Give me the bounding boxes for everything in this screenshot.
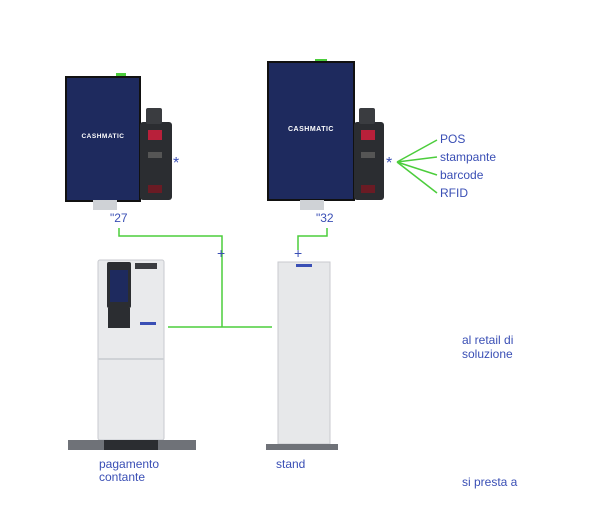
cash-kiosk-label-plate (140, 322, 156, 325)
asterisk-27: * (173, 155, 180, 172)
plus-connector-right: + (294, 245, 303, 261)
presta-text: si presta a (462, 475, 518, 489)
kiosk-32-slot (361, 152, 375, 158)
kiosk-27 (65, 73, 172, 210)
stand (266, 261, 338, 450)
peripheral-barcode: barcode (440, 168, 484, 182)
kiosk-27-keypad (148, 130, 162, 140)
kiosk-27-payment-unit (140, 122, 172, 200)
cash-kiosk-base-center (104, 440, 158, 450)
connector-32-line (297, 228, 328, 250)
cash-payment-label: pagamento contante (99, 457, 160, 484)
stand-label: stand (276, 457, 306, 471)
peripheral-fan-lines (396, 139, 438, 194)
kiosk-27-indicator (116, 73, 126, 78)
kiosk-32-card-reader (359, 108, 375, 124)
kiosk-27-card-reader (146, 108, 162, 124)
stand-column (277, 261, 331, 445)
cash-kiosk-note-slot (135, 263, 157, 269)
kiosk-27-neck (93, 200, 117, 210)
connector-27-line (118, 228, 223, 327)
kiosk-32-keypad (361, 130, 375, 140)
peripheral-rfid: RFID (440, 186, 468, 200)
peripheral-stampante: stampante (440, 150, 497, 164)
kiosk-32-neck (300, 200, 324, 210)
retail-text: al retail di soluzione (462, 333, 514, 361)
cash-kiosk-screen (110, 270, 128, 302)
cash-kiosk-seam (98, 358, 164, 360)
connector-lines (118, 139, 438, 328)
cash-kiosk-coin-module (108, 308, 130, 328)
asterisk-32: * (386, 155, 393, 172)
kiosk-27-coin-tray (148, 185, 162, 193)
kiosk-32-brand-logo: CASHMATIC (288, 126, 334, 133)
peripheral-pos: POS (440, 132, 466, 146)
kiosk-32 (267, 59, 384, 210)
kiosk-27-size-label: "27 (110, 211, 128, 225)
stand-base (266, 444, 338, 450)
kiosk-27-slot (148, 152, 162, 158)
kiosk-32-payment-unit (354, 122, 384, 200)
kiosk-32-coin-tray (361, 185, 375, 193)
cash-payment-kiosk (68, 259, 196, 450)
plus-connector-left: + (217, 245, 226, 261)
kiosk-27-brand-logo: CASHMATIC (81, 133, 125, 140)
kiosk-32-size-label: "32 (316, 211, 334, 225)
stand-label-plate (296, 264, 312, 267)
